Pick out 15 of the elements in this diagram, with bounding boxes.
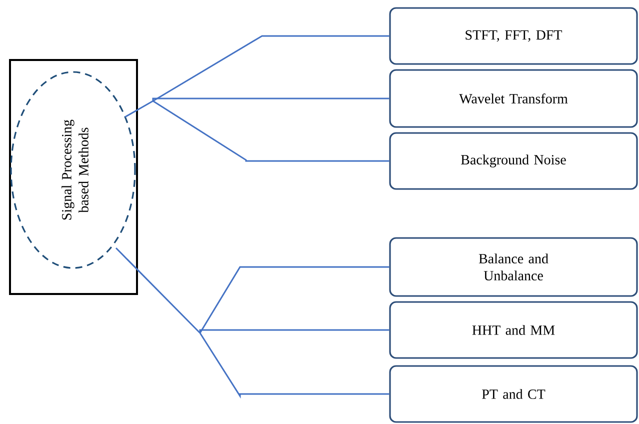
connector-line <box>199 332 390 399</box>
connector-line <box>124 100 154 118</box>
connector-line <box>199 329 390 333</box>
connector-line <box>199 266 390 334</box>
method-box: PT and CT <box>389 365 638 423</box>
method-box: Signal Processing based Methods <box>9 59 138 295</box>
method-box: Background Noise <box>389 132 638 190</box>
method-box: STFT, FFT, DFT <box>389 7 638 65</box>
method-box: Balance and Unbalance <box>389 237 638 297</box>
method-box: Wavelet Transform <box>389 69 638 128</box>
connector-line <box>152 98 390 101</box>
connector-line <box>115 247 201 334</box>
method-box: HHT and MM <box>389 301 638 359</box>
connector-line <box>152 100 390 162</box>
connector-line <box>152 35 390 102</box>
